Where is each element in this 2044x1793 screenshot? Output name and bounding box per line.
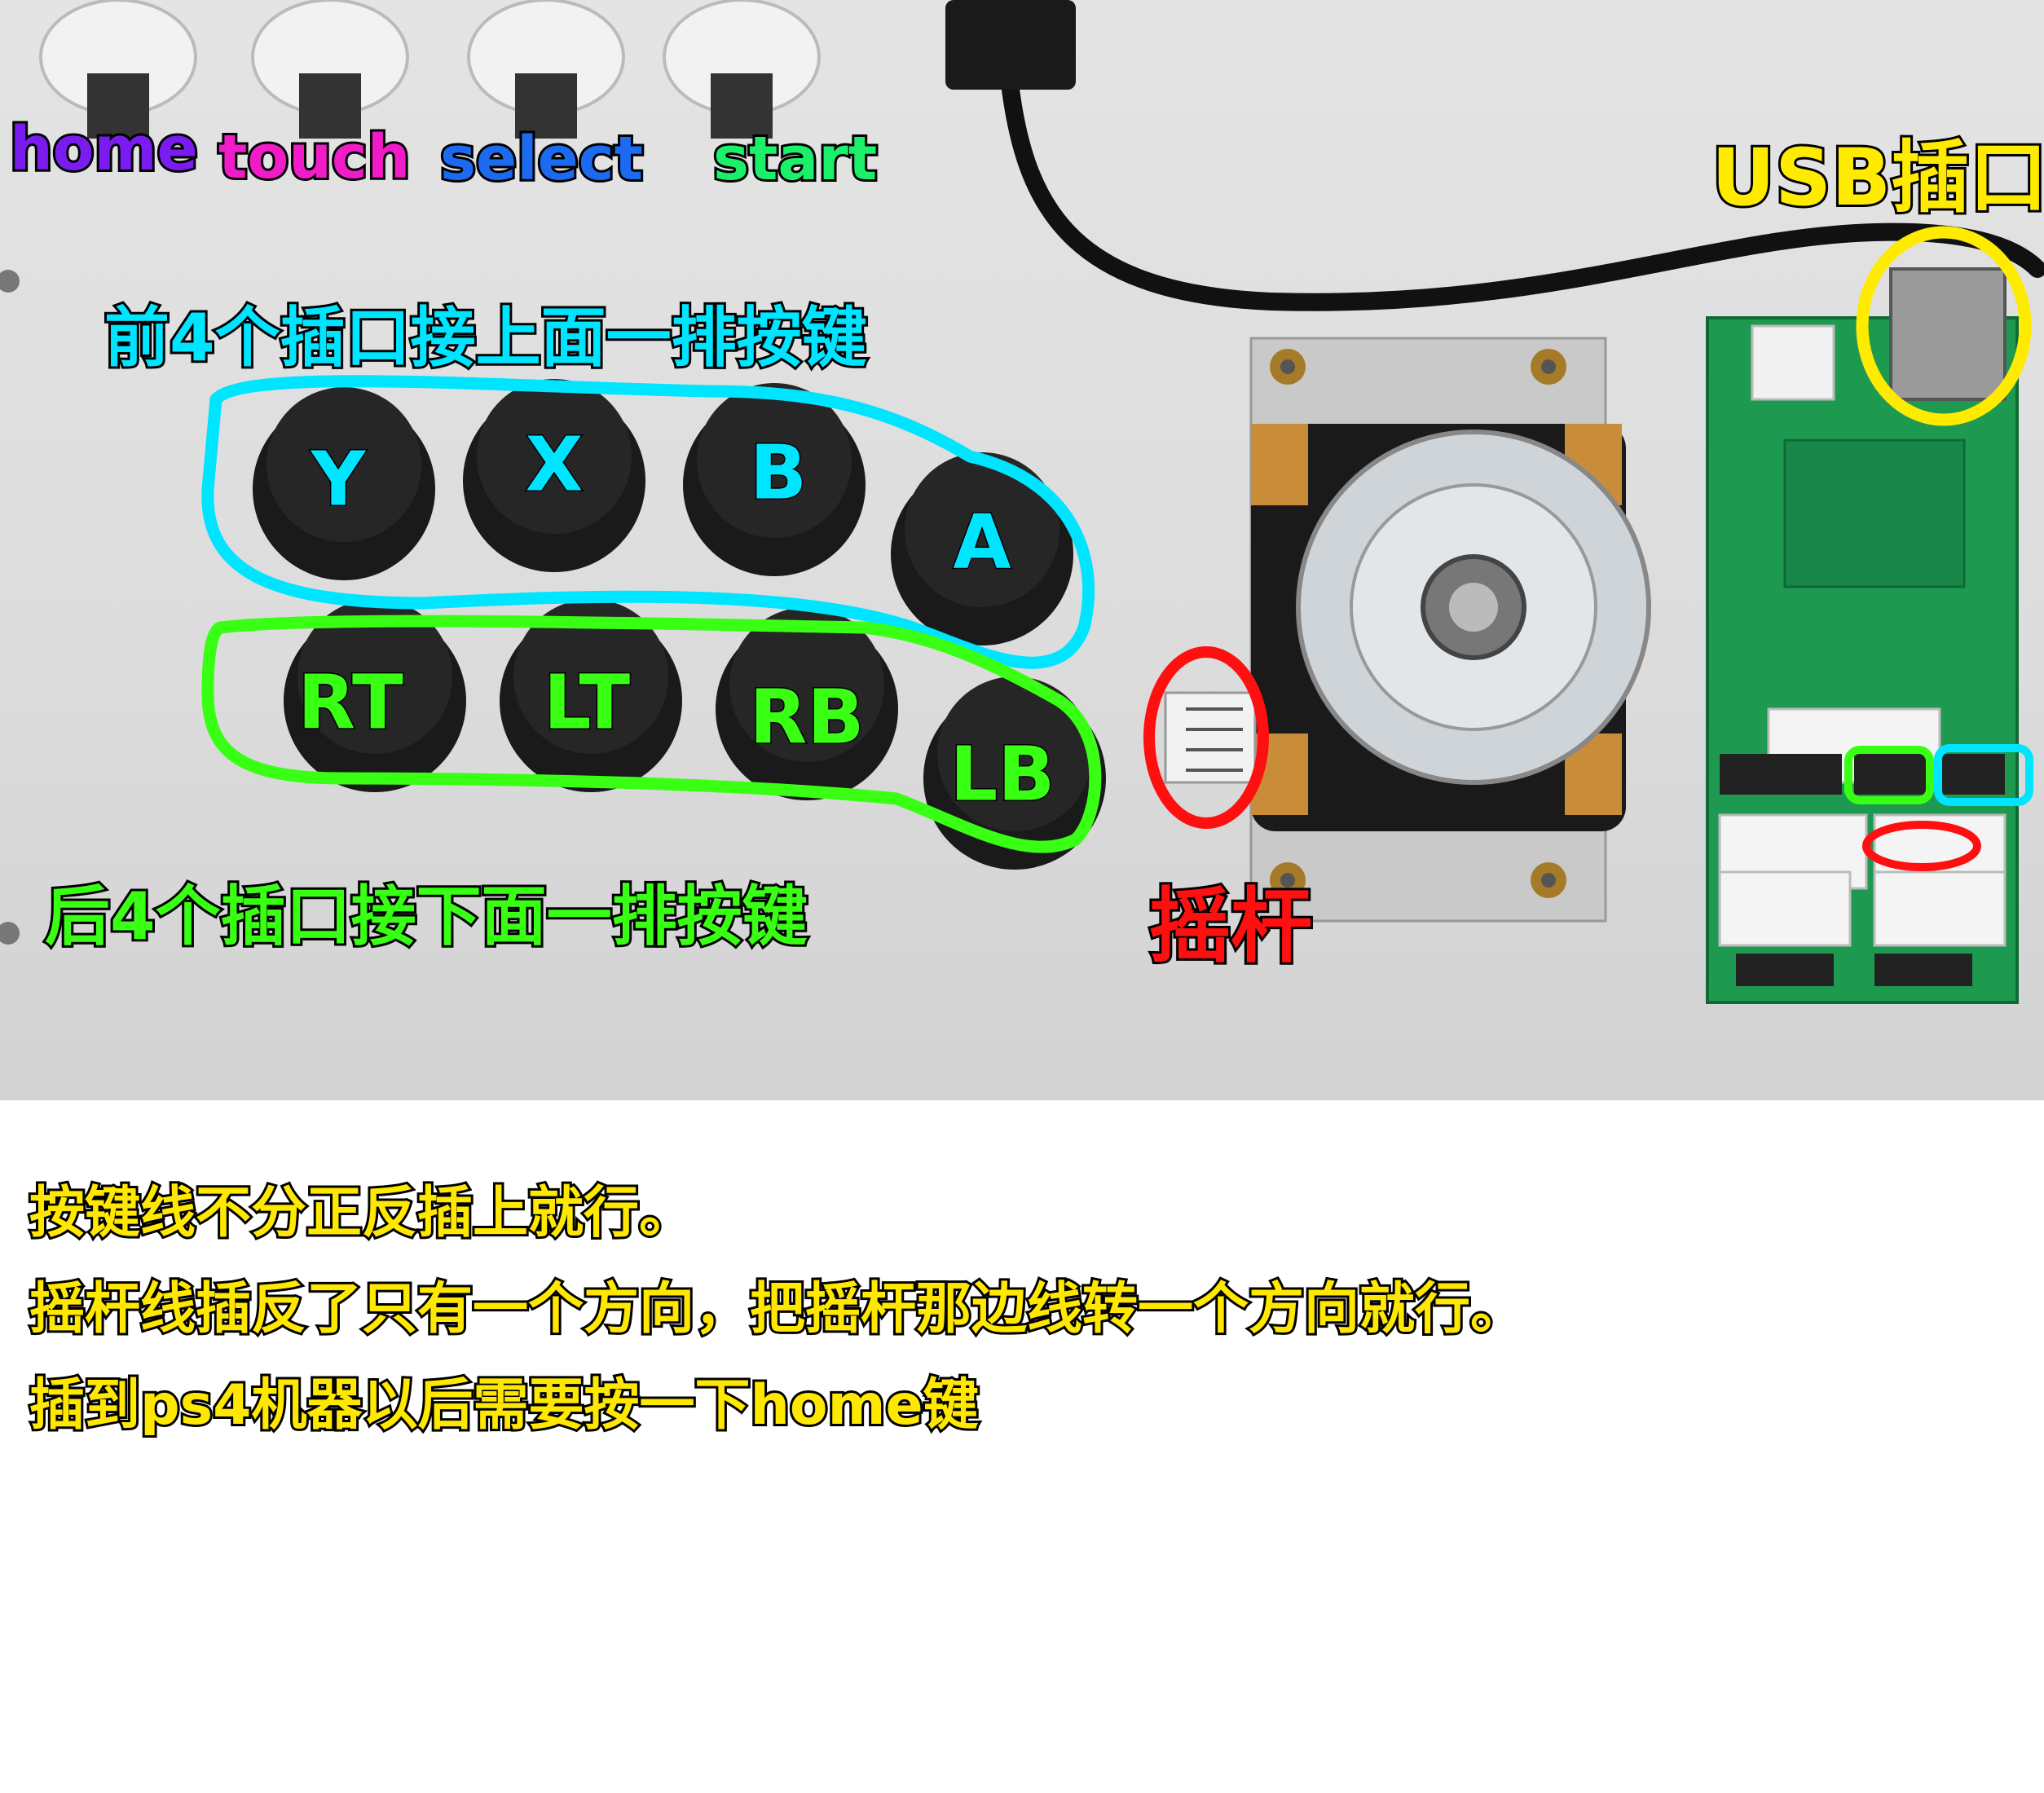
note-line: 按键线不分正反插上就行。 (27, 1178, 697, 1248)
usb-port-outline (1856, 226, 2032, 426)
button-label-rb: RB (748, 672, 866, 762)
lower-row-caption: 后4个插口接下面一排按键 (42, 876, 810, 957)
lower-row-outline (201, 615, 1102, 853)
pcb-green-port-outline (1844, 746, 1934, 804)
lower-button-row (284, 599, 1106, 870)
usb-port-label: USB插口 (1709, 130, 2044, 226)
select-button-label: select (438, 121, 645, 196)
instructions: 按键线不分正反插上就行。 摇杆线插反了只有一个方向，把摇杆那边线转一个方向就行。… (27, 1165, 2018, 1454)
joystick (1164, 337, 1651, 923)
upper-row-caption: 前4个插口接上面一排按键 (102, 297, 870, 378)
button-label-lb: LB (949, 729, 1056, 819)
joystick-label: 摇杆 (1147, 876, 1315, 976)
note-line: 插到ps4机器以后需要按一下home键 (27, 1371, 981, 1440)
upper-row-outline (201, 375, 1095, 669)
photo-scene (0, 0, 2044, 1004)
home-button-label: home (7, 112, 200, 187)
button-label-lt: LT (542, 658, 631, 747)
panel-screw (0, 270, 20, 293)
start-button-label: start (711, 121, 879, 196)
note-line: 摇杆线插反了只有一个方向，把摇杆那边线转一个方向就行。 (27, 1275, 1528, 1344)
top-buttons-row (39, 0, 821, 139)
joystick-connector-outline (1143, 646, 1269, 829)
upper-button-row (253, 379, 1073, 645)
pcb-board (1706, 267, 2019, 1004)
button-label-y: Y (310, 434, 367, 524)
button-label-rt: RT (297, 658, 404, 747)
button-label-a: A (952, 497, 1012, 587)
button-label-x: X (524, 420, 584, 509)
pcb-red-port-outline (1862, 821, 1981, 871)
touch-button-label: touch (216, 120, 412, 195)
usb-plug (945, 0, 1076, 90)
button-label-b: B (748, 428, 808, 518)
pcb-cyan-port-outline (1934, 744, 2033, 806)
panel-screw (0, 922, 20, 945)
board-photo: home touch select start USB插口 前4个插口接上面一排… (0, 0, 2044, 1100)
